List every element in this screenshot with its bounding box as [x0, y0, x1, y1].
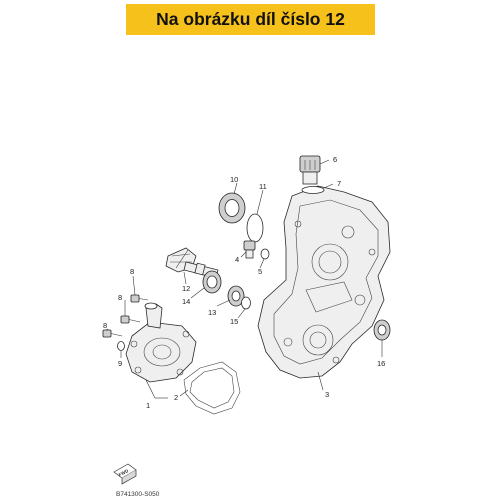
callout-6: 6	[333, 155, 337, 164]
callout-5: 5	[258, 267, 262, 276]
fwd-label: FWD	[118, 468, 130, 478]
circlip-15	[241, 296, 251, 310]
fwd-direction-tag: FWD	[113, 463, 137, 485]
callout-13: 13	[208, 308, 216, 317]
callout-7: 7	[337, 179, 341, 188]
callout-8-middle: 8	[118, 293, 122, 302]
oil-seal-10	[218, 192, 246, 224]
o-ring-7	[301, 186, 325, 194]
callout-16: 16	[377, 359, 385, 368]
bolt-4	[243, 240, 256, 259]
callout-9: 9	[118, 359, 122, 368]
bolt-8-upper	[130, 294, 149, 303]
bolt-8-lower	[102, 329, 123, 338]
leader-lines	[105, 159, 383, 399]
bearing-14	[202, 270, 222, 294]
callout-14: 14	[182, 297, 190, 306]
callout-4: 4	[235, 255, 239, 264]
oil-filler-cap	[299, 155, 321, 185]
washer-5	[260, 248, 270, 260]
drawing-code: B741300-S050	[116, 491, 160, 498]
title-banner: Na obrázku díl číslo 12	[126, 4, 375, 35]
bolt-8-middle	[120, 315, 141, 324]
gasket-2	[183, 361, 241, 415]
o-ring-11	[246, 213, 264, 243]
callout-10: 10	[230, 175, 238, 184]
crankcase-cover	[257, 185, 391, 379]
callout-8-lower: 8	[103, 321, 107, 330]
callout-11: 11	[259, 182, 267, 191]
gasket-2-inner	[189, 367, 235, 409]
banner-title: Na obrázku díl číslo 12	[156, 9, 345, 29]
callout-3: 3	[325, 390, 329, 399]
oil-seal-16	[373, 319, 391, 341]
callout-2: 2	[174, 393, 178, 402]
callout-8-upper: 8	[130, 267, 134, 276]
callout-15: 15	[230, 317, 238, 326]
water-pump-housing	[125, 302, 197, 383]
washer-9	[117, 341, 125, 351]
callout-1: 1	[146, 401, 150, 410]
oil-seal-13	[227, 285, 245, 307]
callout-labels: 1 2 3 4 5 6 7 8 8 8 9 10 11 12 13 14 15 …	[103, 155, 385, 410]
callout-12: 12	[182, 284, 190, 293]
